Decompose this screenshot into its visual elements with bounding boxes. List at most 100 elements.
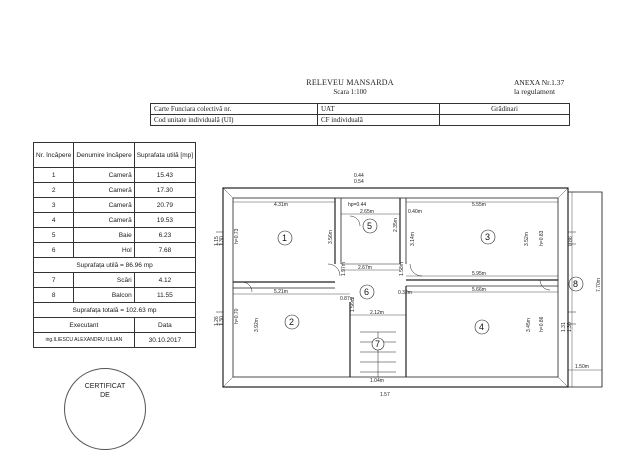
dim-label: 2.12m	[370, 310, 384, 316]
dim-label: 0.54	[354, 179, 364, 185]
room-nr: 6	[32, 242, 75, 258]
room-number: 7	[375, 339, 380, 349]
room-area: 7.68	[133, 242, 197, 258]
useful-area-total: Suprafața utilă = 86.96 mp	[32, 257, 197, 273]
room-name: Cameră	[73, 167, 135, 183]
room-area: 11.55	[133, 287, 197, 303]
room-area: 20.79	[133, 197, 197, 213]
room-nr: 8	[32, 287, 75, 303]
annex-regulation: la regulament	[514, 87, 556, 96]
date-label: Data	[133, 317, 197, 333]
room-nr: 4	[32, 212, 75, 228]
executant-label: Executant	[33, 317, 135, 333]
dim-label: 3.45m	[526, 318, 532, 332]
room-number: 5	[367, 221, 372, 231]
room-nr: 1	[32, 167, 75, 183]
header-suprafata: Suprafata utilă [mp]	[133, 142, 197, 168]
certificate-stamp: CERTIFICAT DE	[64, 368, 146, 450]
room-number: 3	[485, 232, 490, 242]
dim-label: 1.50m	[575, 364, 589, 370]
stamp-text-certificat: CERTIFICAT	[84, 383, 126, 390]
dim-label: 5.66m	[472, 287, 486, 293]
dim-label: 2.67m	[358, 265, 372, 271]
uat-label: UAT	[317, 103, 440, 115]
dim-label: 3.52m	[524, 232, 530, 246]
dim-label: 1.15	[214, 236, 220, 246]
room-number: 6	[364, 287, 369, 297]
carte-funciara-label: Carte Funciara colectivă nr.	[150, 103, 318, 115]
outer-wall	[222, 187, 569, 388]
dim-label: 1.31	[561, 322, 567, 332]
dim-label: 0.86	[568, 236, 574, 246]
uat-value: Grădinari	[439, 103, 570, 115]
plan-scale: Scara 1:100	[333, 88, 367, 96]
dim-label: 5.21m	[274, 289, 288, 295]
room-name: Hol	[73, 242, 135, 258]
dim-label: h=0.70	[234, 308, 240, 324]
room-area: 19.53	[133, 212, 197, 228]
dim-label: h=0.86	[539, 316, 545, 332]
dim-label: 1.30	[219, 316, 225, 326]
executant-name: ing.ILIESCU ALEXANDRU IULIAN	[33, 332, 135, 348]
dim-label: 1.30	[567, 322, 573, 332]
stamp-text-de: DE	[100, 392, 110, 399]
dim-label: 2.65m	[360, 209, 374, 215]
room-name: Cameră	[73, 182, 135, 198]
dim-label: 0.32m	[398, 290, 412, 296]
dim-label: 1.56m	[350, 298, 356, 312]
header-nr: Nr. încăpere	[32, 142, 75, 168]
dim-label: 4.31m	[274, 202, 288, 208]
room-name: Cameră	[73, 212, 135, 228]
dim-label: 1.04m	[370, 378, 384, 384]
dim-label: 1.30	[219, 236, 225, 246]
dim-label: 0.40m	[408, 209, 422, 215]
dimension-labels: 0.44 0.54 4.31m 5.55m hp=0.44 2.65m 0.40…	[214, 173, 602, 398]
rooms-table: Nr. încăpere Denumire încăpere Suprafata…	[32, 142, 197, 348]
dim-label: 0.87m	[340, 296, 354, 302]
room-number: 2	[289, 317, 294, 327]
room-name: Balcon	[73, 287, 135, 303]
dim-label: 3.14m	[410, 232, 416, 246]
annex-number: ANEXA Nr.1.37	[514, 78, 565, 87]
room-area: 6.23	[133, 227, 197, 243]
room-labels: 1 2 3 4 5 6 7 8	[277, 218, 584, 351]
dim-label: 1.58m	[399, 262, 405, 276]
dim-label: 3.92m	[254, 318, 260, 332]
room-name: Scări	[73, 272, 135, 288]
room-nr: 7	[32, 272, 75, 288]
annex-label: ANEXA Nr.1.37 la regulament	[514, 78, 564, 96]
room-nr: 3	[32, 197, 75, 213]
cf-individuala-label: CF individuală	[317, 114, 440, 126]
dim-label: hp=0.44	[348, 202, 366, 208]
cod-unitate-label: Cod unitate individuală (UI)	[150, 114, 318, 126]
cf-individuala-value	[439, 114, 570, 126]
room-name: Baie	[73, 227, 135, 243]
room-number: 8	[573, 279, 578, 289]
dim-label: 2.35m	[393, 218, 399, 232]
header-denumire: Denumire încăpere	[73, 142, 135, 168]
cadastral-table: Carte Funciara colectivă nr. UAT Grădina…	[150, 103, 570, 126]
dim-label: 5.55m	[472, 202, 486, 208]
date-value: 30.10.2017	[133, 332, 197, 348]
room-number: 1	[282, 233, 287, 243]
dim-label: 5.95m	[472, 271, 486, 277]
dim-label: 1.97m	[341, 262, 347, 276]
inner-wall-outline	[232, 197, 559, 378]
dim-label: 1.57	[380, 392, 390, 398]
dim-label: h=0.83	[539, 230, 545, 246]
dim-label: 3.56m	[328, 230, 334, 244]
floor-plan: 1 2 3 4 5 6 7 8 0.44 0.54 4.31m 5.55m hp…	[214, 173, 603, 398]
room-name: Cameră	[73, 197, 135, 213]
dim-label: 0.44	[354, 173, 364, 179]
room-nr: 2	[32, 182, 75, 198]
plan-title: RELEVEU MANSARDA	[306, 78, 394, 87]
dim-label: h=0.73	[234, 228, 240, 244]
